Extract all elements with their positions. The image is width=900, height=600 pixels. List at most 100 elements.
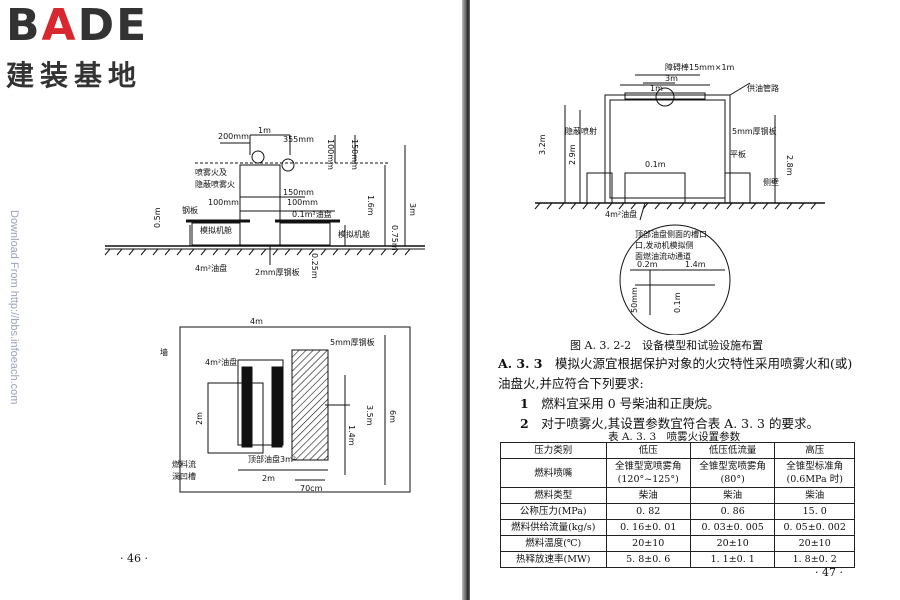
table-header-row: 压力类别 低压 低压低流量 高压	[500, 442, 855, 459]
item1-text: 燃料宜采用 0 号柴油和正庚烷。	[541, 396, 720, 411]
table-cell: 5. 8±0. 6	[605, 551, 691, 568]
dim-100mm-a: 100mm	[208, 198, 239, 207]
plan-label-pan: 4m²油盘	[205, 357, 237, 367]
table-cell: 柴油	[774, 487, 855, 504]
plan-dim-70cm: 70cm	[300, 484, 323, 493]
table-cell: 全锥型标准角(0.6MPa 时)	[774, 458, 855, 488]
plan-dim-6m: 6m	[388, 410, 397, 423]
label-top-pan: 0.1m²油盘	[292, 209, 332, 219]
label-spray: 喷雾火及	[195, 167, 227, 177]
table-row: 燃料类型 柴油 柴油 柴油	[500, 487, 855, 504]
plan-label-wall: 墙	[160, 347, 168, 357]
table-cell: 0. 82	[605, 503, 691, 520]
detail-dim-1.4m: 1.4m	[685, 260, 706, 269]
table-cell: 燃料供给流量(kg/s)	[500, 519, 607, 536]
dim-0.5m: 0.5m	[153, 207, 162, 228]
side-elevation-drawing: 200mm 1m 355mm 100mm 150mm 150mm 100mm 1…	[104, 126, 425, 279]
plan-dim-1.4m: 1.4m	[347, 425, 356, 446]
logo-wordmark: BADE	[6, 0, 149, 51]
table-cell: 15. 0	[774, 503, 855, 520]
header-high: 高压	[774, 442, 855, 459]
plan-label-groove2: 淌凹槽	[172, 471, 196, 481]
fig-dim-3.2m: 3.2m	[538, 134, 547, 155]
table-row: 燃料温度(℃) 20±10 20±10 20±10	[500, 535, 855, 552]
fig-label-bar: 障碍棒15mm×1m	[665, 62, 735, 72]
equipment-layout-drawing: 障碍棒15mm×1m 3m 1m 供油管路 隐蔽喷射 5mm厚钢板 平板 侧壁 …	[534, 62, 825, 335]
page-number-right: · 47 ·	[815, 566, 843, 579]
table-cell: 公称压力(MPa)	[500, 503, 607, 520]
item2-text: 对于喷雾火,其设置参数宜符合表 A. 3. 3 的要求。	[541, 416, 819, 431]
dim-1.6m: 1.6m	[366, 195, 375, 216]
fig-label-hidden: 隐蔽喷射	[565, 126, 597, 136]
figure-caption: 图 A. 3. 2-2 设备模型和试验设施布置	[570, 339, 764, 352]
label-oil-pan: 4m²油盘	[195, 263, 227, 273]
header-low-flow: 低压低流量	[689, 442, 776, 459]
table-cell: 柴油	[689, 487, 776, 504]
fig-dim-2.9m: 2.9m	[568, 144, 577, 165]
table-cell: 1. 1±0. 1	[689, 551, 776, 568]
table-cell: 0. 16±0. 01	[605, 519, 691, 536]
dim-100mm-v: 100mm	[326, 139, 335, 170]
table-cell: 1. 8±0. 2	[774, 551, 855, 568]
table-cell: 燃料温度(℃)	[500, 535, 607, 552]
fig-dim-2.8m: 2.8m	[785, 155, 794, 176]
label-spray-hidden: 隐蔽喷雾火	[195, 179, 235, 189]
detail-dim-0.1m: 0.1m	[673, 292, 682, 313]
plan-label-steel: 5mm厚钢板	[330, 337, 375, 347]
clause-a33: A. 3. 3 模拟火源宜根据保护对象的火灾特性采用喷雾火和(或) 油盘火,并应…	[498, 354, 858, 434]
dim-200mm: 200mm	[218, 132, 249, 141]
fig-dim-1m: 1m	[650, 84, 663, 93]
plan-label-groove: 燃料流	[172, 459, 196, 469]
clause-number: A. 3. 3	[498, 356, 543, 371]
detail-note-2: 口,发动机模拟侧	[635, 240, 694, 250]
table-cell: 20±10	[774, 535, 855, 552]
dim-0.25m: 0.25m	[310, 253, 319, 279]
bade-logo: BADE 建装基地	[6, 4, 148, 94]
clause-line1: 模拟火源宜根据保护对象的火灾特性采用喷雾火和(或)	[555, 356, 853, 371]
table-row: 燃料供给流量(kg/s) 0. 16±0. 01 0. 03±0. 005 0.…	[500, 519, 855, 536]
download-watermark: Download From http://bbs.infoeach.com	[8, 210, 20, 405]
plan-dim-2m-v: 2m	[195, 412, 204, 425]
table-cell: 热释放速率(MW)	[500, 551, 607, 568]
fig-label-pan: 4m²油盘	[605, 209, 637, 219]
left-page: BADE 建装基地 Download From http://bbs.infoe…	[6, 3, 425, 565]
detail-dim-50mm: 50mm	[630, 287, 639, 313]
table-row: 热释放速率(MW) 5. 8±0. 6 1. 1±0. 1 1. 8±0. 2	[500, 551, 855, 568]
plan-label-top-pan: 顶部油盘3m²	[248, 454, 296, 464]
table-row: 公称压力(MPa) 0. 82 0. 86 15. 0	[500, 503, 855, 520]
plan-view-drawing: 4m 2m 2m 1.4m 3.5m 6m 70cm 墙 4m²油盘 5mm厚钢…	[160, 317, 411, 493]
detail-note-1: 顶部油盘侧面的槽口	[635, 229, 707, 239]
table-cell: 20±10	[605, 535, 691, 552]
fig-label-steel: 5mm厚钢板	[732, 126, 777, 136]
item1-number: 1	[520, 396, 529, 411]
item2-number: 2	[520, 416, 529, 431]
label-engine-left: 模拟机舱	[200, 225, 232, 235]
fig-dim-3m: 3m	[665, 74, 678, 83]
table-cell: 0. 86	[689, 503, 776, 520]
spray-fire-parameters-table: 压力类别 低压 低压低流量 高压 燃料喷嘴 全锥型宽喷雾角(120°~125°)…	[500, 442, 855, 568]
table-cell: 燃料类型	[500, 487, 607, 504]
plan-dim-2m-h: 2m	[262, 474, 275, 483]
table-cell: 柴油	[605, 487, 691, 504]
dim-150mm-v: 150mm	[350, 139, 359, 170]
detail-dim-0.2m: 0.2m	[637, 260, 658, 269]
clause-line2: 油盘火,并应符合下列要求:	[498, 376, 644, 391]
dim-3m: 3m	[408, 203, 417, 216]
label-engine-right: 模拟机舱	[338, 229, 370, 239]
dim-1m: 1m	[258, 126, 271, 135]
plan-dim-4m: 4m	[250, 317, 263, 326]
logo-subtitle: 建装基地	[6, 59, 143, 92]
dim-0.75m: 0.75m	[390, 225, 399, 251]
book-gutter	[462, 0, 472, 600]
dim-100mm-b: 100mm	[287, 198, 318, 207]
fig-dim-0.1m: 0.1m	[645, 160, 666, 169]
table-cell: 20±10	[689, 535, 776, 552]
table-cell: 全锥型宽喷雾角(120°~125°)	[605, 458, 691, 488]
detail-note-3: 面燃油流动通道	[635, 251, 691, 261]
label-2mm-steel: 2mm厚钢板	[255, 267, 300, 277]
fig-label-pipe: 供油管路	[747, 83, 779, 93]
dim-355mm: 355mm	[283, 135, 314, 144]
header-low: 低压	[605, 442, 691, 459]
fig-label-flat: 平板	[730, 149, 746, 159]
nozzle-label: 燃料喷嘴	[500, 458, 607, 488]
